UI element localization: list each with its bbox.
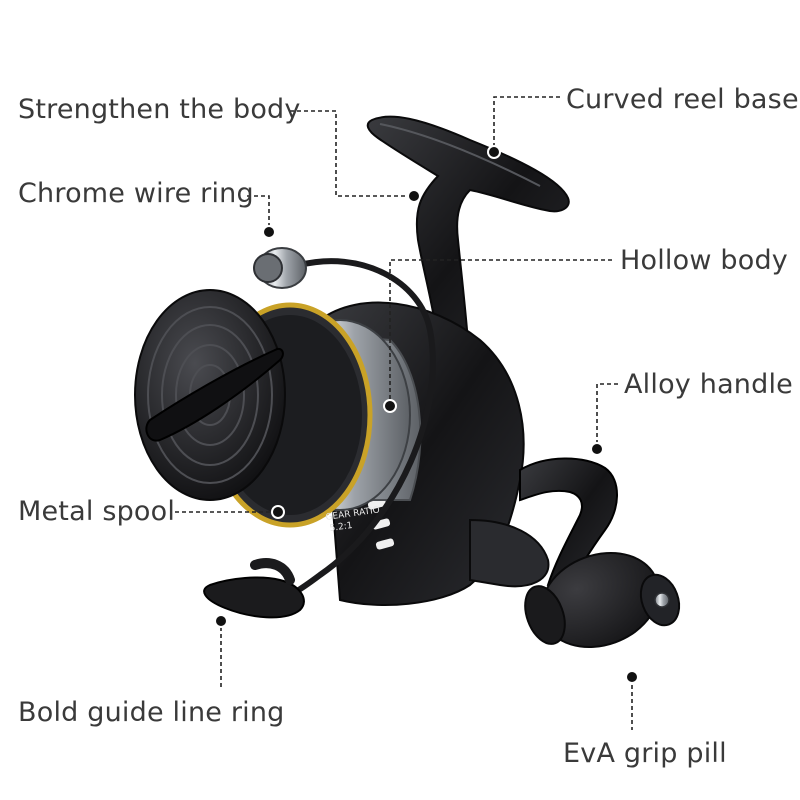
leader-lines	[175, 96, 633, 730]
reel-foot-stem	[366, 115, 570, 371]
leader-hollow-body	[389, 259, 612, 405]
label-hollow-body: Hollow body	[620, 245, 788, 276]
bail-wire	[253, 247, 436, 608]
label-eva-grip-pill: EvA grip pill	[563, 738, 727, 769]
label-bold-guide-line-ring: Bold guide line ring	[18, 697, 285, 728]
label-strengthen-body: Strengthen the body	[18, 94, 301, 125]
leader-dots	[214, 145, 639, 684]
leader-strengthen-body	[290, 110, 414, 197]
line-guide-arm	[203, 558, 305, 619]
label-curved-reel-base: Curved reel base	[566, 84, 799, 115]
leader-alloy-handle	[596, 383, 618, 447]
leader-curved-reel-base	[493, 96, 560, 150]
label-chrome-wire-ring: Chrome wire ring	[18, 178, 254, 209]
label-alloy-handle: Alloy handle	[624, 369, 793, 400]
gear-ratio-value: 5.2:1	[329, 521, 353, 534]
spool-front-cap	[134, 289, 286, 501]
leader-chrome-wire-ring	[247, 195, 270, 230]
label-metal-spool: Metal spool	[18, 496, 176, 527]
eva-grip	[524, 551, 681, 649]
